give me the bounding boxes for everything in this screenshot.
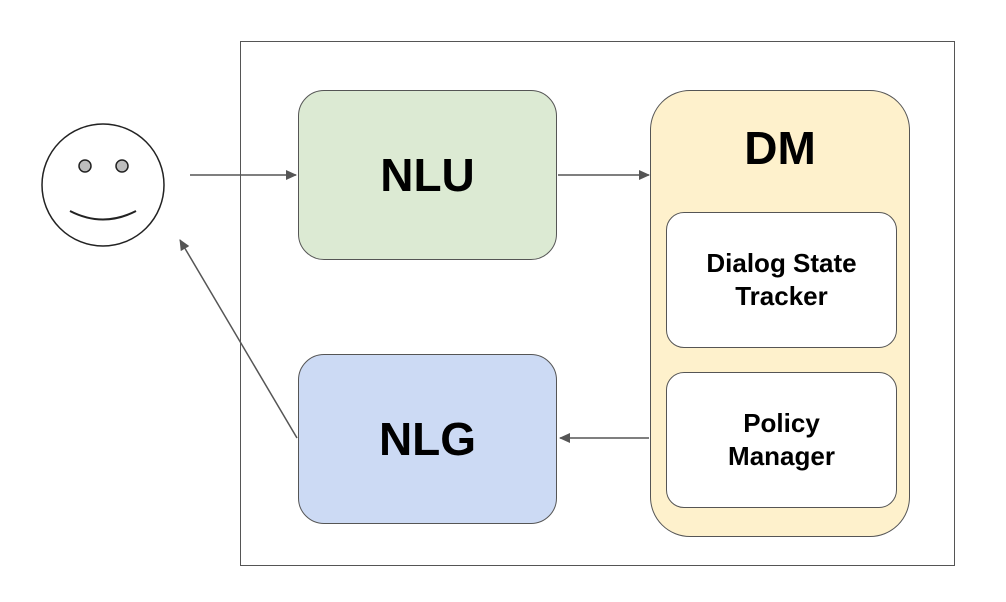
- policy-manager-label-line2: Manager: [728, 441, 835, 471]
- nlg-box: NLG: [298, 354, 557, 524]
- nlu-label: NLU: [380, 149, 475, 201]
- dm-label: DM: [744, 122, 816, 174]
- dialog-state-tracker-label-line1: Dialog State: [706, 248, 857, 278]
- policy-manager-box: Policy Manager: [666, 372, 897, 508]
- policy-manager-label-line1: Policy: [743, 408, 820, 438]
- dm-box: DM Dialog State Tracker Policy Manager: [650, 90, 910, 537]
- dialog-state-tracker-label-line2: Tracker: [735, 281, 828, 311]
- dialog-state-tracker-box: Dialog State Tracker: [666, 212, 897, 348]
- nlg-label: NLG: [378, 413, 477, 465]
- nlu-box: NLU: [298, 90, 557, 260]
- smiley-face-icon: [41, 123, 165, 247]
